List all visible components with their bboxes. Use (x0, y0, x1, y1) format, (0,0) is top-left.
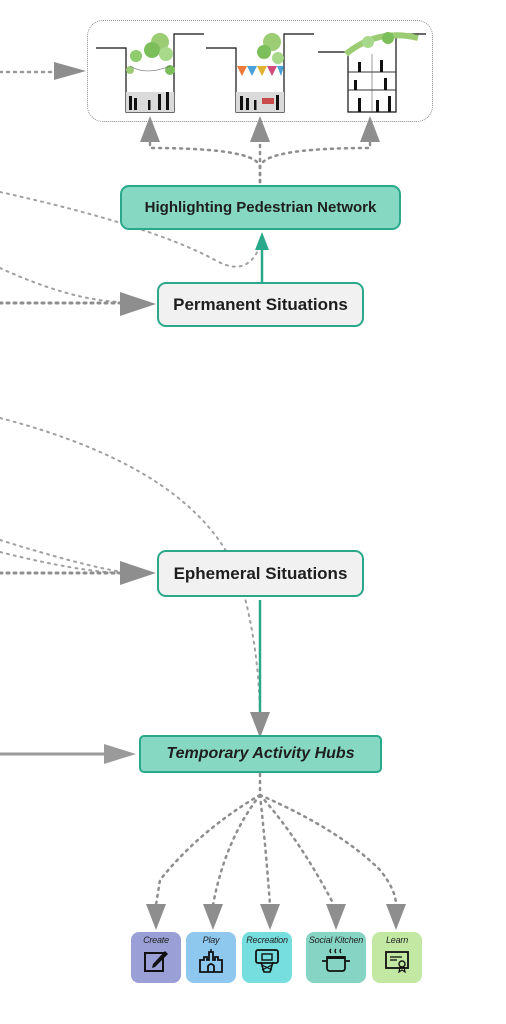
arrow-head-create (146, 904, 166, 930)
node-ephemeral-situations: Ephemeral Situations (157, 550, 364, 597)
arrow-head-scene-2 (250, 116, 270, 142)
certificate-icon (385, 951, 409, 974)
arrow-head-recreation (260, 904, 280, 930)
node-highlighting-label: Highlighting Pedestrian Network (144, 199, 377, 216)
activity-recreation: Recreation (242, 932, 292, 983)
arrow-head-scenes (54, 62, 86, 80)
node-permanent-label: Permanent Situations (173, 294, 348, 314)
branch-to-scene-3 (258, 138, 372, 184)
arrow-head-temporary (250, 712, 270, 738)
node-highlighting-pedestrian-network: Highlighting Pedestrian Network (120, 185, 401, 230)
activity-create-label: Create (143, 935, 169, 945)
arrow-head-left-temporary (104, 744, 136, 764)
activity-create: Create (131, 932, 181, 983)
branch-to-create (154, 772, 262, 907)
arrow-head-green-up (255, 232, 269, 250)
street-scene-canopy (96, 33, 204, 113)
branch-to-recreation (258, 793, 272, 907)
node-temporary-activity-hubs: Temporary Activity Hubs (139, 735, 382, 773)
activity-learn: Learn (372, 932, 422, 983)
street-scene-bunting (206, 33, 314, 113)
castle-icon (199, 949, 223, 973)
arrow-head-permanent (120, 292, 156, 316)
curve-left-to-permanent (0, 267, 121, 303)
arrow-head-learn (386, 904, 406, 930)
scene-panel (87, 20, 433, 122)
curve-left-to-ephemeral-1 (0, 539, 123, 573)
cooking-pot-icon (322, 948, 350, 972)
curve-left-to-ephemeral-2 (0, 551, 123, 574)
arrow-head-scene-3 (360, 116, 380, 142)
activity-learn-label: Learn (385, 935, 409, 945)
branch-to-learn (258, 793, 398, 907)
activity-play: Play (186, 932, 236, 983)
curve-left-to-highlighting (0, 191, 263, 268)
basketball-hoop-icon (255, 949, 279, 973)
arrow-head-ephemeral (120, 561, 156, 585)
arrow-head-scene-1 (140, 116, 160, 142)
activity-social-kitchen-label: Social Kitchen (308, 935, 364, 945)
street-scene-multilevel (318, 32, 426, 113)
branch-to-social-kitchen (258, 793, 336, 907)
branch-to-play (211, 793, 262, 907)
node-ephemeral-label: Ephemeral Situations (173, 563, 348, 583)
activity-play-label: Play (202, 935, 220, 945)
branch-to-scene-1 (148, 138, 262, 184)
arrow-head-play (203, 904, 223, 930)
node-permanent-situations: Permanent Situations (157, 282, 364, 327)
node-temporary-label: Temporary Activity Hubs (166, 745, 355, 762)
arrow-head-social-kitchen (326, 904, 346, 930)
edit-icon (144, 951, 168, 972)
activity-recreation-label: Recreation (246, 935, 288, 945)
activity-social-kitchen: Social Kitchen (306, 932, 366, 983)
